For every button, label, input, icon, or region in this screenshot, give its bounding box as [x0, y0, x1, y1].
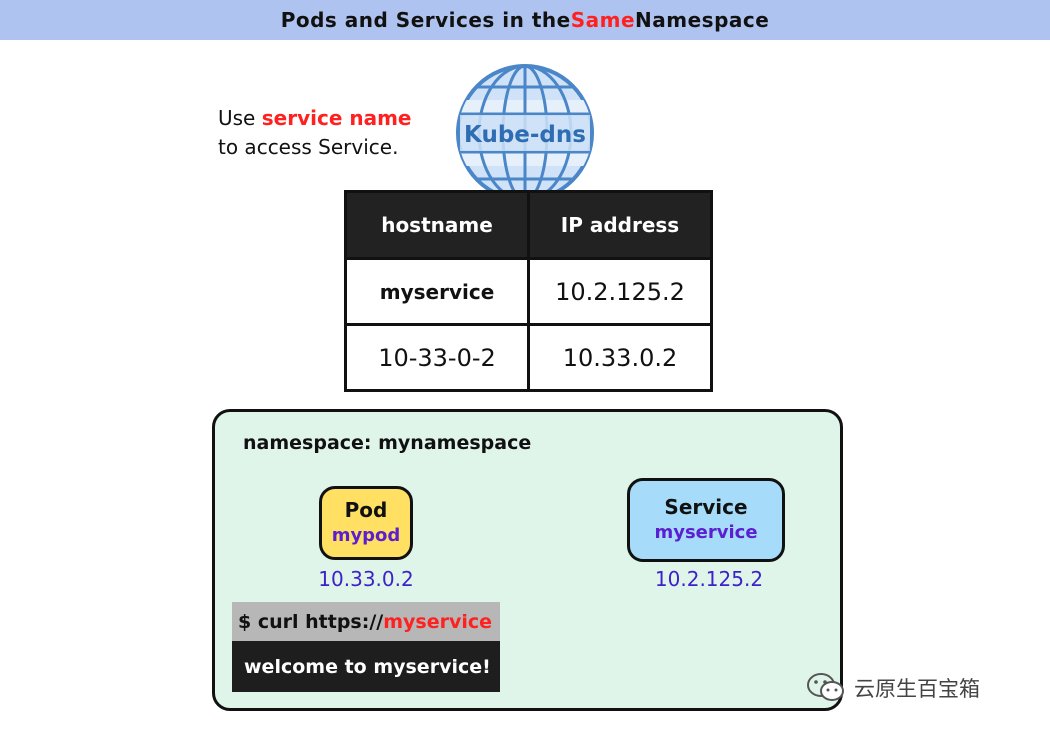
dns-record-table: hostname IP address myservice 10.2.125.2…	[344, 190, 713, 392]
service-node: Service myservice	[627, 478, 785, 562]
title-text: Pods and Services in the	[280, 8, 571, 32]
wechat-icon	[807, 673, 844, 701]
hint-prefix: Use	[218, 106, 262, 130]
cell-hostname: 10-33-0-2	[344, 323, 530, 392]
cell-ip: 10.2.125.2	[527, 257, 713, 326]
table-row: 10-33-0-2 10.33.0.2	[344, 323, 713, 392]
header-ip-address: IP address	[527, 190, 713, 260]
header-hostname: hostname	[344, 190, 530, 260]
watermark-text: 云原生百宝箱	[854, 677, 980, 701]
page-title: Pods and Services in the Same Namespace	[0, 0, 1050, 40]
pod-name: mypod	[331, 525, 401, 546]
cell-ip: 10.33.0.2	[527, 323, 713, 392]
table-header-row: hostname IP address	[344, 190, 713, 260]
hint-line-2: to access Service.	[218, 135, 399, 159]
kube-dns-globe-icon: Kube-dns	[456, 64, 594, 202]
service-ip: 10.2.125.2	[654, 567, 764, 591]
cell-hostname: myservice	[344, 257, 530, 326]
service-title: Service	[664, 495, 748, 519]
title-text-end: Namespace	[635, 8, 770, 32]
namespace-label: namespace: mynamespace	[243, 432, 532, 454]
command-prefix: $ curl https://	[238, 610, 384, 633]
pod-node: Pod mypod	[319, 486, 413, 560]
namespace-box: namespace: mynamespace Pod mypod 10.33.0…	[212, 409, 843, 711]
terminal-output: welcome to myservice!	[232, 641, 500, 692]
terminal-command: $ curl https://myservice	[232, 602, 500, 641]
watermark: 云原生百宝箱	[806, 670, 980, 706]
title-highlight: Same	[570, 8, 636, 32]
hint-highlight: service name	[261, 106, 412, 130]
kube-dns-label: Kube-dns	[464, 122, 586, 148]
service-name: myservice	[654, 522, 758, 543]
pod-ip: 10.33.0.2	[318, 567, 414, 591]
command-host: myservice	[383, 610, 492, 633]
table-row: myservice 10.2.125.2	[344, 257, 713, 326]
usage-hint: Use service name to access Service.	[218, 104, 411, 162]
pod-title: Pod	[344, 498, 388, 522]
